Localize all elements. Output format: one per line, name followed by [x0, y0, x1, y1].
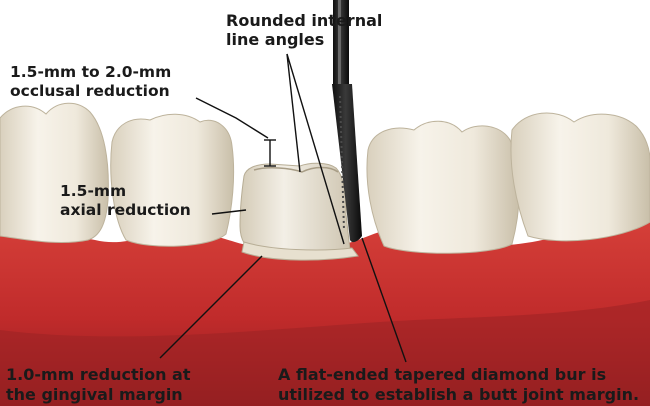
- label-axial-line2: axial reduction: [60, 201, 191, 220]
- label-rounded-line2: line angles: [226, 30, 382, 49]
- label-occlusal-reduction: 1.5-mm to 2.0-mm occlusal reduction: [10, 63, 171, 101]
- left-premolar: [111, 114, 234, 246]
- label-bur-line1: A flat-ended tapered diamond bur is: [278, 365, 639, 385]
- label-axial-line1: 1.5-mm: [60, 182, 191, 201]
- label-diamond-bur: A flat-ended tapered diamond bur is util…: [278, 365, 639, 405]
- label-gingival-line2: the gingival margin: [6, 385, 191, 405]
- right-molar: [367, 121, 519, 253]
- label-bur-line2: utilized to establish a butt joint margi…: [278, 385, 639, 405]
- label-rounded-internal-line-angles: Rounded internal line angles: [226, 11, 382, 49]
- label-gingival-line1: 1.0-mm reduction at: [6, 365, 191, 385]
- label-rounded-line1: Rounded internal: [226, 11, 382, 30]
- label-gingival-margin: 1.0-mm reduction at the gingival margin: [6, 365, 191, 405]
- label-occlusal-line1: 1.5-mm to 2.0-mm: [10, 63, 171, 82]
- label-occlusal-line2: occlusal reduction: [10, 82, 171, 101]
- far-right-tooth: [511, 113, 650, 241]
- left-molar: [0, 103, 108, 242]
- leader-rounded-1: [287, 54, 300, 172]
- label-axial-reduction: 1.5-mm axial reduction: [60, 182, 191, 220]
